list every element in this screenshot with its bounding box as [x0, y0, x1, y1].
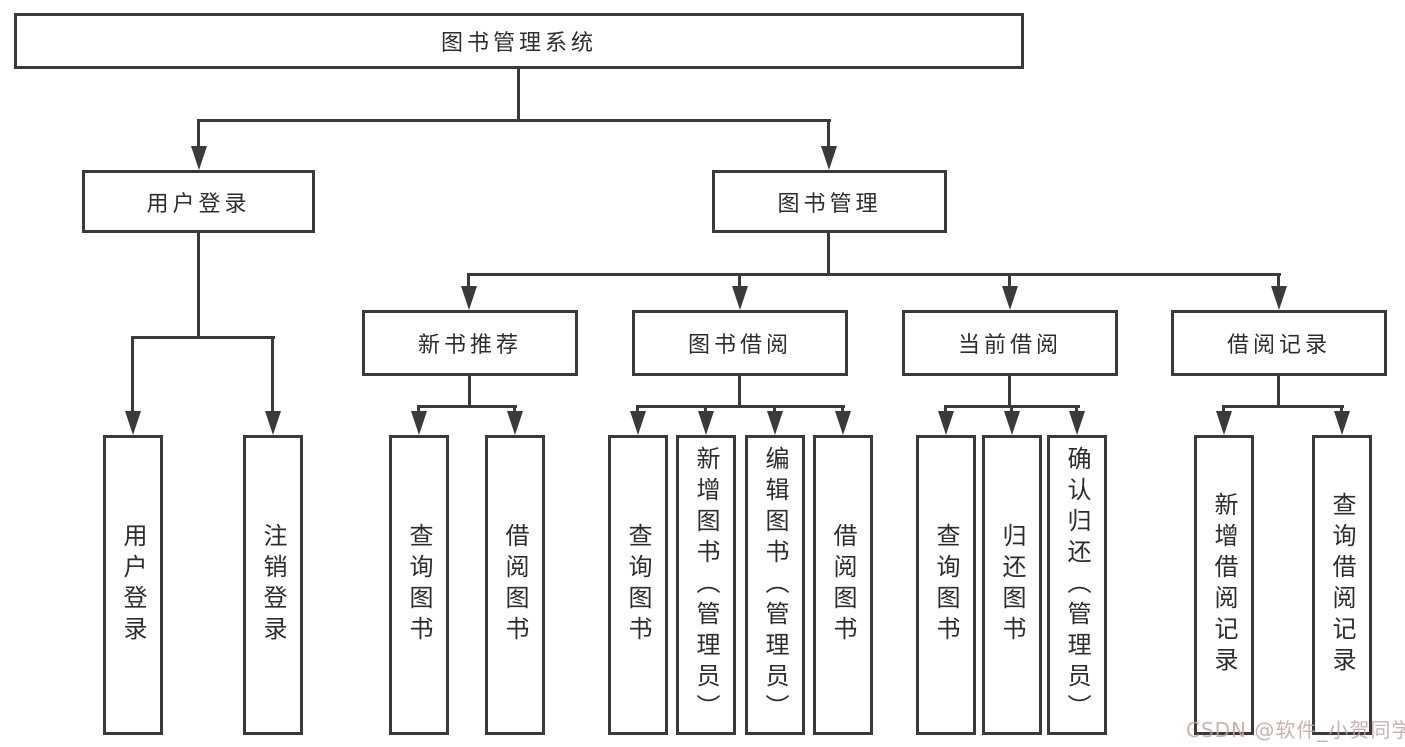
arrowhead-leaf-logout	[265, 411, 281, 435]
leaf-bb-query-book-label: 查询图书	[624, 523, 652, 647]
node-root-label: 图书管理系统	[440, 31, 597, 56]
leaf-logout-label: 注销登录	[259, 523, 287, 647]
arrowhead-book-borrow	[732, 286, 748, 310]
leaf-logout: 注销登录	[243, 435, 303, 735]
leaf-cb-query-book: 查询图书	[916, 435, 976, 735]
arrowhead-cb-confirm	[1069, 411, 1085, 435]
node-current-borrow: 当前借阅	[902, 310, 1118, 376]
connector-rec-stem	[468, 376, 471, 408]
connector-level2-bar	[198, 119, 831, 122]
connector-leaf-user-login-drop	[131, 336, 134, 416]
leaf-bb-query-book: 查询图书	[608, 435, 668, 735]
arrowhead-user-login	[191, 146, 207, 170]
leaf-rec-borrow-book-label: 借阅图书	[501, 523, 529, 647]
node-borrow-record-label: 借阅记录	[1226, 333, 1331, 358]
leaf-user-login: 用户登录	[103, 435, 163, 735]
connector-user-login-bar	[131, 336, 275, 339]
leaf-bb-add-book-label: 新增图书（管理员）	[692, 445, 720, 725]
arrowhead-br-add	[1216, 411, 1232, 435]
leaf-rec-query-book-label: 查询图书	[405, 523, 433, 647]
node-user-login-label: 用户登录	[146, 191, 251, 217]
connector-leaf-logout-drop	[271, 336, 274, 416]
arrowhead-current-borrow	[1002, 286, 1018, 310]
connector-borrow-record-drop	[1277, 273, 1280, 291]
connector-bb-stem	[738, 376, 741, 408]
arrowhead-cb-query	[938, 411, 954, 435]
arrowhead-new-book-rec	[461, 286, 477, 310]
node-book-management-label: 图书管理	[777, 191, 882, 217]
connector-level3-bar	[467, 273, 1281, 276]
arrowhead-bb-query	[630, 411, 646, 435]
leaf-bb-borrow-book: 借阅图书	[813, 435, 873, 735]
leaf-br-query-record: 查询借阅记录	[1312, 435, 1372, 735]
connector-book-borrow-drop	[738, 273, 741, 291]
arrowhead-rec-borrow	[507, 411, 523, 435]
node-user-login: 用户登录	[82, 170, 315, 233]
leaf-cb-return-book-label: 归还图书	[998, 523, 1026, 647]
leaf-rec-query-book: 查询图书	[389, 435, 449, 735]
arrowhead-bb-add	[698, 411, 714, 435]
node-root: 图书管理系统	[14, 13, 1024, 69]
connector-root-stem	[517, 69, 520, 122]
arrowhead-cb-return	[1004, 411, 1020, 435]
arrowhead-bb-borrow	[835, 411, 851, 435]
leaf-user-login-label: 用户登录	[119, 523, 147, 647]
node-new-book-recommend-label: 新书推荐	[417, 333, 522, 358]
node-current-borrow-label: 当前借阅	[957, 333, 1062, 358]
connector-user-login-drop	[197, 119, 200, 151]
csdn-watermark: CSDN @软件_小贺同学	[1186, 718, 1405, 742]
node-book-borrow: 图书借阅	[632, 310, 848, 376]
leaf-cb-confirm-return: 确认归还（管理员）	[1047, 435, 1107, 735]
connector-current-borrow-drop	[1008, 273, 1011, 291]
connector-book-mgmt-stem	[827, 233, 830, 276]
arrowhead-rec-query	[411, 411, 427, 435]
connector-br-stem	[1277, 376, 1280, 408]
connector-user-login-stem	[197, 233, 200, 339]
leaf-cb-confirm-return-label: 确认归还（管理员）	[1063, 445, 1091, 725]
leaf-br-add-record-label: 新增借阅记录	[1210, 492, 1238, 678]
connector-new-book-rec-drop	[467, 273, 470, 291]
connector-cb-stem	[1008, 376, 1011, 408]
arrowhead-borrow-record	[1271, 286, 1287, 310]
leaf-bb-add-book: 新增图书（管理员）	[676, 435, 736, 735]
node-new-book-recommend: 新书推荐	[362, 310, 578, 376]
leaf-cb-return-book: 归还图书	[982, 435, 1042, 735]
connector-rec-bar	[417, 405, 517, 408]
arrowhead-book-mgmt	[821, 146, 837, 170]
leaf-bb-edit-book: 编辑图书（管理员）	[745, 435, 805, 735]
arrowhead-bb-edit	[767, 411, 783, 435]
arrowhead-br-query	[1334, 411, 1350, 435]
node-book-borrow-label: 图书借阅	[687, 333, 792, 358]
connector-br-bar	[1222, 405, 1344, 408]
connector-book-mgmt-drop	[827, 119, 830, 151]
node-book-management: 图书管理	[712, 170, 947, 233]
leaf-bb-borrow-book-label: 借阅图书	[829, 523, 857, 647]
connector-bb-bar	[636, 405, 845, 408]
arrowhead-leaf-user-login	[125, 411, 141, 435]
node-borrow-record: 借阅记录	[1171, 310, 1387, 376]
leaf-br-add-record: 新增借阅记录	[1194, 435, 1254, 735]
leaf-cb-query-book-label: 查询图书	[932, 523, 960, 647]
leaf-br-query-record-label: 查询借阅记录	[1328, 492, 1356, 678]
leaf-bb-edit-book-label: 编辑图书（管理员）	[761, 445, 789, 725]
leaf-rec-borrow-book: 借阅图书	[485, 435, 545, 735]
